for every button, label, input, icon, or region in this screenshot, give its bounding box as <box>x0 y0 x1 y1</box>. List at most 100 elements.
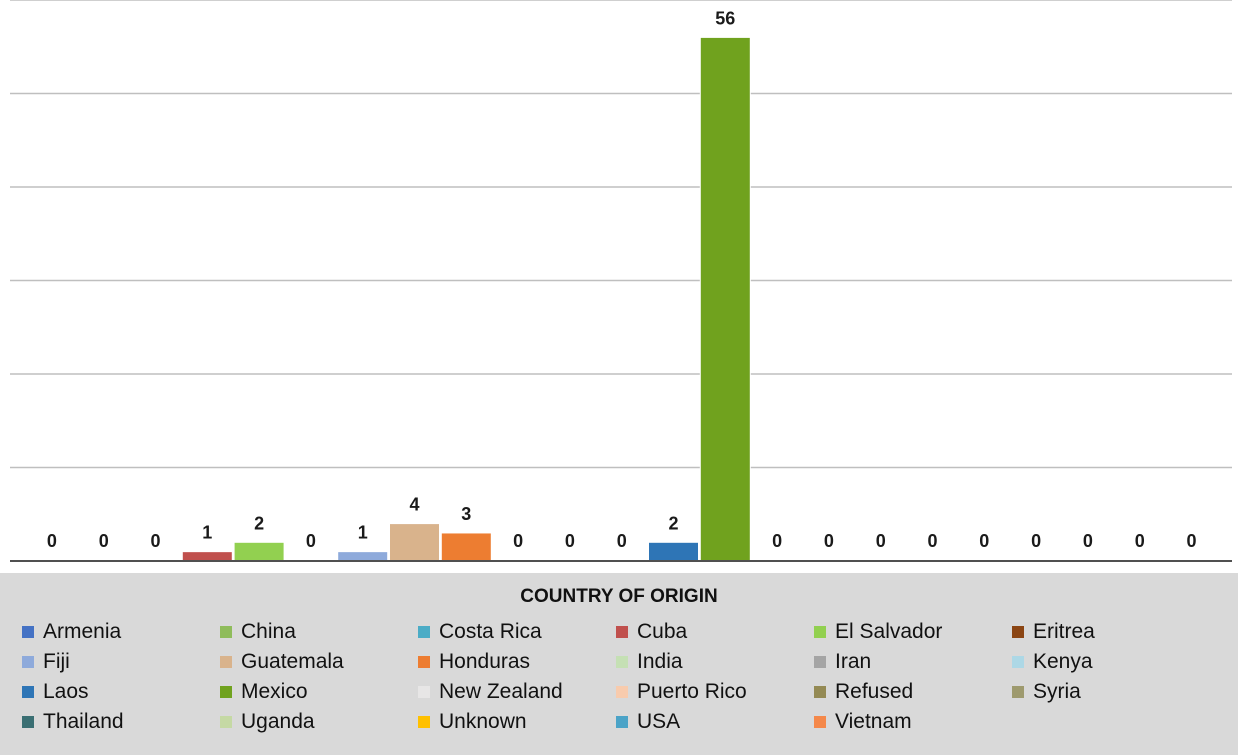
legend-swatch <box>1012 686 1024 698</box>
legend-label: Unknown <box>439 710 527 733</box>
bar-fiji <box>337 551 389 562</box>
legend-swatch <box>418 686 430 698</box>
legend-item: Vietnam <box>814 707 1012 737</box>
legend-item: Iran <box>814 647 1012 677</box>
legend: Armenia China Costa Rica Cuba El Salvador Eri… <box>22 617 1238 737</box>
legend-label: Fiji <box>43 650 70 673</box>
legend-label: Cuba <box>637 620 688 643</box>
legend-label: Costa Rica <box>439 620 542 643</box>
legend-swatch <box>220 716 232 728</box>
legend-swatch <box>418 626 430 638</box>
data-label-costa-rica: 0 <box>150 531 160 551</box>
legend-swatch <box>22 626 34 638</box>
data-label-new-zealand: 0 <box>772 531 782 551</box>
legend-label: Guatemala <box>241 650 344 673</box>
data-label-unknown: 0 <box>1083 531 1093 551</box>
legend-label: Honduras <box>439 650 531 673</box>
legend-item: Guatemala <box>220 647 418 677</box>
data-label-puerto-rico: 0 <box>824 531 834 551</box>
legend-label: New Zealand <box>439 680 563 703</box>
legend-label: El Salvador <box>835 620 943 643</box>
legend-swatch <box>22 686 34 698</box>
legend-item: Honduras <box>418 647 616 677</box>
legend-label: Puerto Rico <box>637 680 747 703</box>
bar-laos <box>648 541 699 562</box>
legend-item: Thailand <box>22 707 220 737</box>
bar-mexico <box>699 36 751 562</box>
legend-swatch <box>220 656 232 668</box>
data-label-thailand: 0 <box>979 531 989 551</box>
data-label-kenya: 0 <box>617 531 627 551</box>
legend-item: Refused <box>814 677 1012 707</box>
legend-swatch <box>1012 656 1024 668</box>
legend-label: China <box>241 620 296 643</box>
legend-label: Armenia <box>43 620 122 643</box>
legend-item: Syria <box>1012 677 1210 707</box>
data-label-fiji: 1 <box>358 523 368 543</box>
legend-swatch <box>418 716 430 728</box>
bar-el-salvador <box>233 541 285 562</box>
legend-item: Mexico <box>220 677 418 707</box>
bars <box>181 36 751 562</box>
legend-item: Laos <box>22 677 220 707</box>
legend-label: Iran <box>835 650 872 673</box>
legend-swatch <box>220 626 232 638</box>
legend-label: Refused <box>835 680 914 703</box>
legend-swatch <box>814 656 826 668</box>
legend-item: China <box>220 617 418 647</box>
legend-item: Kenya <box>1012 647 1210 677</box>
legend-item: El Salvador <box>814 617 1012 647</box>
legend-swatch <box>616 656 628 668</box>
legend-item: Costa Rica <box>418 617 616 647</box>
data-label-vietnam: 0 <box>1186 531 1196 551</box>
legend-swatch <box>616 716 628 728</box>
data-label-usa: 0 <box>1135 531 1145 551</box>
legend-swatch <box>22 656 34 668</box>
legend-swatch <box>814 686 826 698</box>
legend-swatch <box>418 656 430 668</box>
legend-label: Vietnam <box>835 710 912 733</box>
data-label-honduras: 3 <box>461 504 471 524</box>
legend-item: India <box>616 647 814 677</box>
bar-honduras <box>440 532 492 562</box>
data-label-india: 0 <box>513 531 523 551</box>
legend-item: New Zealand <box>418 677 616 707</box>
legend-swatch <box>220 686 232 698</box>
legend-swatch <box>616 686 628 698</box>
data-label-mexico: 56 <box>715 8 735 28</box>
data-label-cuba: 1 <box>202 523 212 543</box>
data-label-iran: 0 <box>565 531 575 551</box>
gridlines <box>10 0 1232 469</box>
legend-label: Kenya <box>1033 650 1093 673</box>
data-label-eritrea: 0 <box>306 531 316 551</box>
legend-label: Mexico <box>241 680 308 703</box>
bar-guatemala <box>389 523 440 562</box>
legend-label: Eritrea <box>1033 620 1095 643</box>
data-label-syria: 0 <box>927 531 937 551</box>
legend-swatch <box>1012 626 1024 638</box>
legend-label: India <box>637 650 683 673</box>
legend-item: Cuba <box>616 617 814 647</box>
legend-item: Eritrea <box>1012 617 1210 647</box>
data-label-el-salvador: 2 <box>254 513 264 533</box>
data-label-refused: 0 <box>876 531 886 551</box>
data-label-china: 0 <box>99 531 109 551</box>
legend-item: Puerto Rico <box>616 677 814 707</box>
x-axis-title: COUNTRY OF ORIGIN <box>520 586 718 607</box>
legend-swatch <box>814 716 826 728</box>
data-label-guatemala: 4 <box>409 495 419 515</box>
legend-item: Uganda <box>220 707 418 737</box>
bar-cuba <box>181 551 233 562</box>
legend-label: Laos <box>43 680 89 703</box>
legend-label: Thailand <box>43 710 124 733</box>
data-label-uganda: 0 <box>1031 531 1041 551</box>
legend-label: Uganda <box>241 710 315 733</box>
data-label-armenia: 0 <box>47 531 57 551</box>
legend-item: Fiji <box>22 647 220 677</box>
legend-swatch <box>616 626 628 638</box>
legend-label: USA <box>637 710 681 733</box>
legend-item: Unknown <box>418 707 616 737</box>
